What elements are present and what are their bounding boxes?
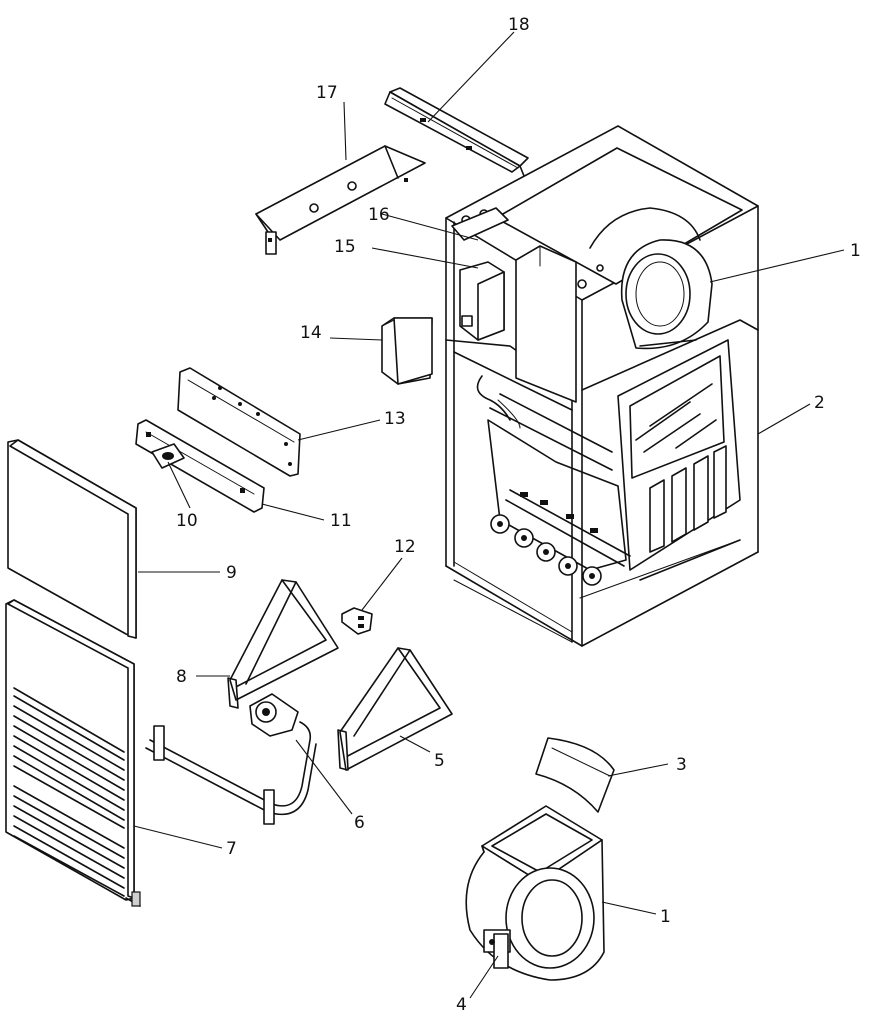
part-12-clip (341, 607, 373, 635)
part-18-top-bracket (384, 87, 529, 177)
callout-16: 16 (368, 205, 390, 225)
callout-10: 10 (176, 511, 198, 531)
part-11-control-bracket (135, 419, 265, 513)
leader-lines (133, 31, 845, 999)
callout-7: 7 (226, 839, 237, 859)
callout-4: 4 (456, 995, 467, 1015)
callout-18: 18 (508, 15, 530, 35)
part-9-upper-door (7, 439, 137, 639)
callout-1-top: 1 (850, 241, 861, 261)
callout-14: 14 (300, 323, 322, 343)
callout-3: 3 (676, 755, 687, 775)
part-1-blower-top (620, 239, 713, 350)
callout-5: 5 (434, 751, 445, 771)
part-6-gas-valve (145, 693, 317, 825)
part-8-wedge-bracket (227, 579, 339, 709)
part-1-blower-bottom (465, 805, 605, 981)
part-3-curved-shield (535, 737, 615, 813)
part-15-bracket (459, 261, 505, 341)
callout-15: 15 (334, 237, 356, 257)
callout-13: 13 (384, 409, 406, 429)
callout-8: 8 (176, 667, 187, 687)
callout-11: 11 (330, 511, 352, 531)
part-17-angled-support (255, 145, 426, 255)
callout-2: 2 (814, 393, 825, 413)
part-10-limit-switch (151, 443, 185, 469)
callouts: 18 17 16 15 14 1 2 13 11 10 9 12 8 5 6 7… (176, 15, 861, 1015)
callout-9: 9 (226, 563, 237, 583)
part-5-wedge-bracket (337, 647, 453, 771)
part-13-long-plate (177, 367, 301, 477)
part-14-plate (381, 317, 433, 385)
part-2-cabinet (445, 125, 759, 647)
callout-6: 6 (354, 813, 365, 833)
part-7-lower-door (5, 599, 141, 907)
heat-exchanger (476, 339, 741, 586)
callout-12: 12 (394, 537, 416, 557)
callout-1-bottom: 1 (660, 907, 671, 927)
callout-17: 17 (316, 83, 338, 103)
